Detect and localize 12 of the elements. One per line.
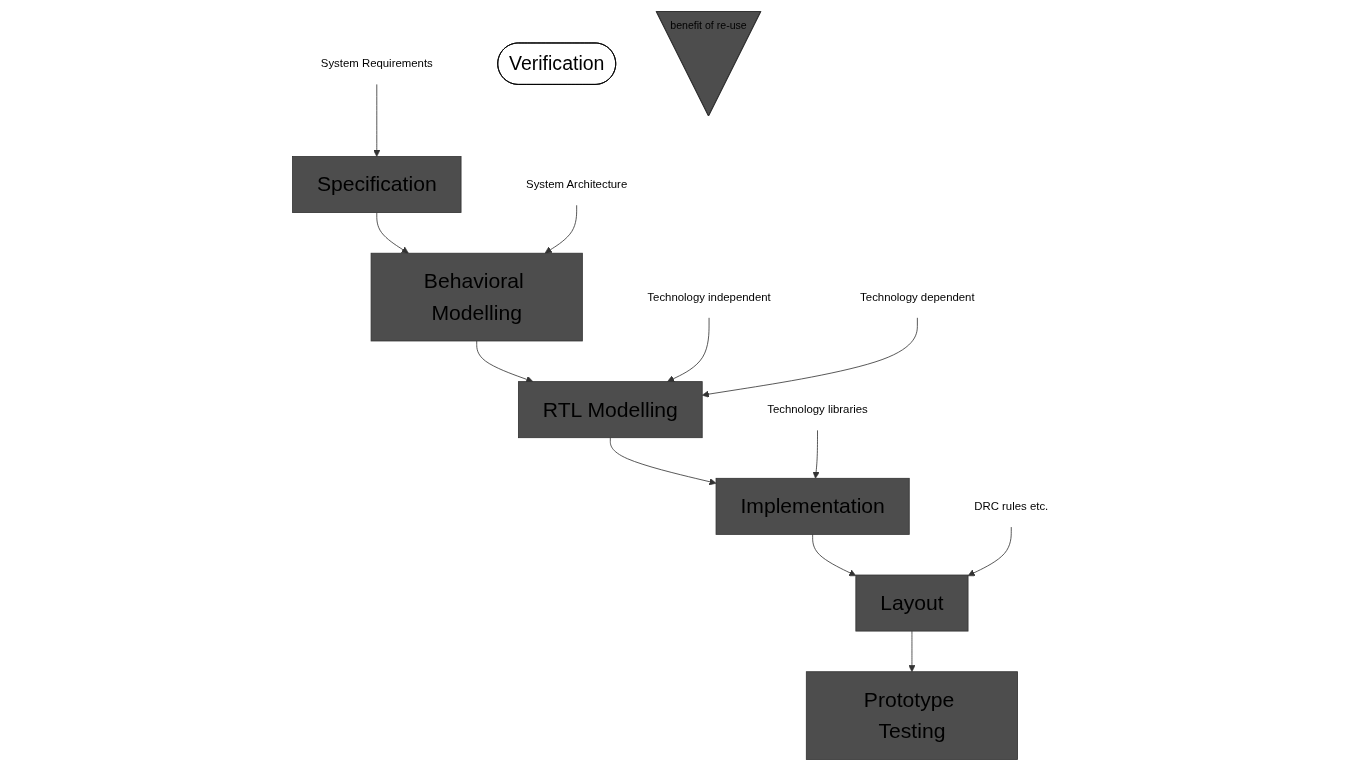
node-text: System Requirements [321, 56, 434, 70]
node-box: Specification [292, 156, 462, 213]
node-box: RTL Modelling [518, 381, 704, 439]
node-box: Layout [855, 574, 969, 632]
node-text: Technology dependent [860, 290, 976, 304]
node-text: Technology independent [647, 290, 772, 304]
node-box: Implementation [716, 477, 911, 535]
node-box: Prototype Testing [806, 671, 1019, 760]
node-text: DRC rules etc. [974, 499, 1049, 513]
node-text: Technology libraries [767, 402, 869, 416]
node-box: Behavioral Modelling [371, 252, 584, 342]
node-text: System Architecture [526, 177, 628, 191]
